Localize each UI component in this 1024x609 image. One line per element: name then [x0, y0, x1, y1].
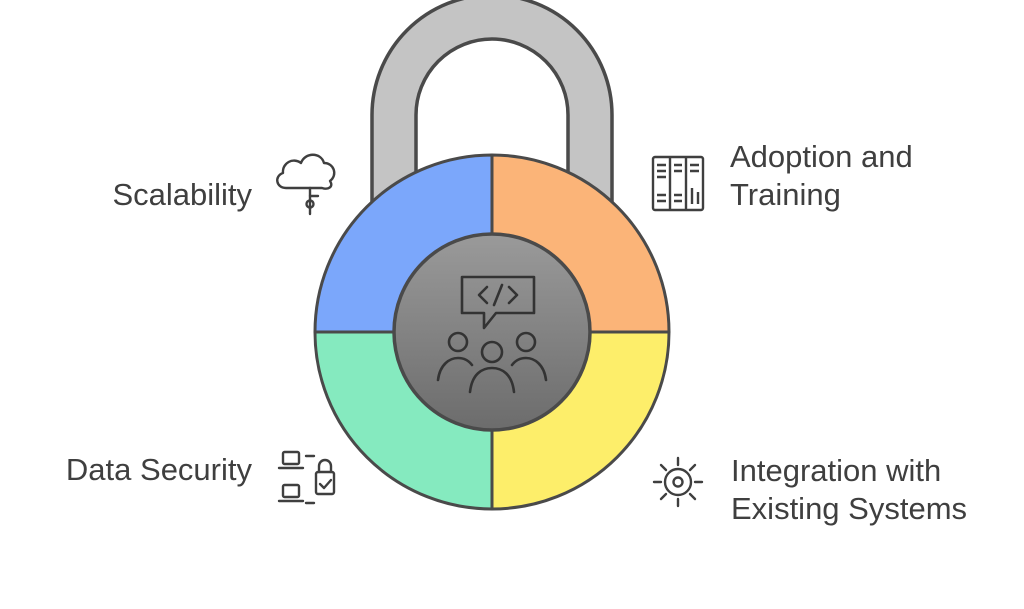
label-scalability: Scalability	[112, 177, 252, 212]
gear-icon	[652, 456, 704, 508]
cloud-icon	[276, 153, 336, 216]
secure-devices-icon	[277, 450, 336, 505]
developer-team-icon	[436, 275, 548, 394]
bookshelf-icon	[651, 155, 705, 212]
lock-body	[313, 153, 671, 511]
label-security: Data Security	[65, 452, 252, 487]
label-integration: Integration with Existing Systems	[731, 453, 968, 526]
label-adoption: Adoption and Training	[730, 139, 913, 212]
lock-shackle	[370, 0, 614, 207]
center-hub	[392, 232, 592, 432]
